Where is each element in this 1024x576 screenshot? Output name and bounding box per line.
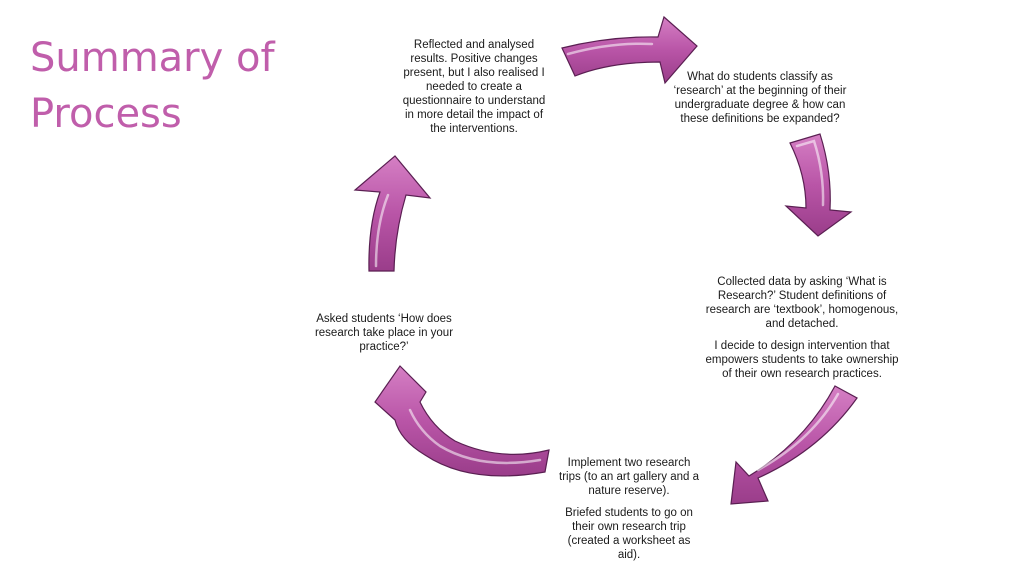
- step-research-trips-text-1: Implement two research trips (to an art …: [559, 457, 699, 497]
- slide-title: Summary of Process: [30, 30, 330, 142]
- step-research-definition-text: What do students classify as ‘research’ …: [673, 71, 847, 125]
- title-line-1: Summary of: [30, 35, 275, 81]
- cycle-arrow-right: [784, 133, 853, 237]
- cycle-arrow-top: [561, 15, 698, 85]
- step-research-trips-text-2: Briefed students to go on their own rese…: [565, 507, 693, 561]
- step-reflected-text: Reflected and analysed results. Positive…: [402, 39, 546, 135]
- step-asked-students: Asked students ‘How does research take p…: [314, 312, 454, 354]
- cycle-arrow-left: [353, 155, 432, 272]
- cycle-arrow-bottom-left: [374, 365, 550, 477]
- step-asked-students-text: Asked students ‘How does research take p…: [314, 313, 454, 353]
- step-collected-data: Collected data by asking ‘What is Resear…: [704, 275, 900, 381]
- step-collected-data-text-1: Collected data by asking ‘What is Resear…: [705, 276, 899, 330]
- step-research-trips: Implement two research trips (to an art …: [558, 456, 700, 562]
- step-reflected: Reflected and analysed results. Positive…: [400, 38, 548, 136]
- step-collected-data-text-2: I decide to design intervention that emp…: [705, 340, 899, 380]
- title-line-2: Process: [30, 91, 182, 137]
- step-research-definition: What do students classify as ‘research’ …: [670, 70, 850, 126]
- cycle-arrow-bottom-right: [730, 385, 858, 505]
